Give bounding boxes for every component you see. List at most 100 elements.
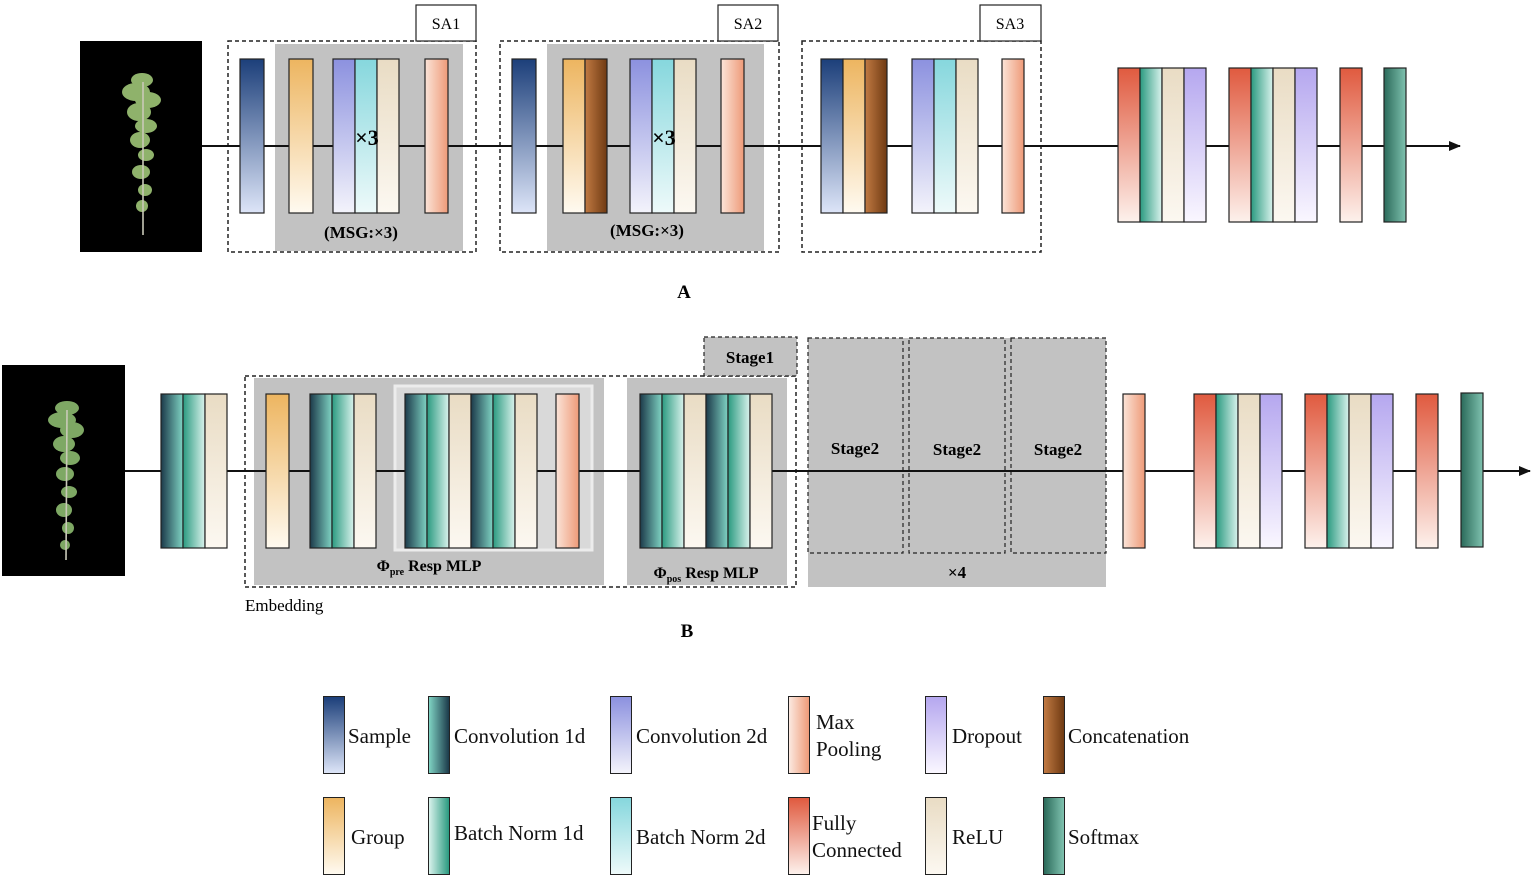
legend-swatch-conv2d bbox=[610, 696, 632, 774]
layer-a-fc-2 bbox=[1228, 67, 1252, 223]
legend-swatch-fc bbox=[788, 797, 810, 875]
layer-a-fc-1 bbox=[1117, 67, 1141, 223]
layer-a-dropout-2 bbox=[1294, 67, 1318, 223]
layer-a-maxpool-2 bbox=[720, 58, 745, 214]
layer-b-relu-1 bbox=[353, 393, 377, 549]
legend-swatch-softmax bbox=[1043, 797, 1065, 875]
layer-a-bn1d-2 bbox=[1250, 67, 1274, 223]
panel-a: SA1 SA2 SA3 bbox=[80, 4, 1461, 303]
layer-a-group-1 bbox=[288, 58, 314, 214]
panel-a-label: A bbox=[677, 282, 691, 303]
legend-item-concat: Concatenation bbox=[1043, 696, 1208, 776]
legend-item-softmax: Softmax bbox=[1043, 797, 1163, 877]
legend-label-relu: ReLU bbox=[952, 824, 1004, 849]
legend-item-conv2d: Convolution 2d bbox=[610, 696, 785, 776]
layer-b-relu-h1 bbox=[1237, 393, 1261, 549]
layer-b-conv1d-5 bbox=[705, 393, 729, 549]
legend-item-dropout: Dropout bbox=[925, 696, 1035, 776]
pre-mlp-label: Φpre Resp MLP bbox=[377, 558, 482, 578]
layer-b-dropout-1 bbox=[1259, 393, 1283, 549]
legend-swatch-sample bbox=[323, 696, 345, 774]
layer-b-maxpool-head bbox=[1122, 393, 1146, 549]
layer-b-conv1d-4 bbox=[639, 393, 663, 549]
layer-b-relu-4 bbox=[683, 393, 707, 549]
layer-b-bn1d-1 bbox=[331, 393, 355, 549]
sa1-title: SA1 bbox=[432, 16, 460, 33]
stage1-label: Stage1 bbox=[726, 348, 774, 367]
legend-item-fc: Fully Connected bbox=[788, 797, 918, 877]
layer-b-relu-3 bbox=[514, 393, 538, 549]
layer-b-bn1d-3 bbox=[492, 393, 516, 549]
layer-a-relu-2 bbox=[673, 58, 697, 214]
legend-item-relu: ReLU bbox=[925, 797, 1025, 877]
layer-a-fc-3 bbox=[1339, 67, 1363, 223]
legend-item-bn2d: Batch Norm 2d bbox=[610, 797, 785, 877]
layer-b-bn1d-4 bbox=[661, 393, 685, 549]
layer-b-bn1d-2 bbox=[426, 393, 450, 549]
layer-a-sample-3 bbox=[820, 58, 844, 214]
layer-b-relu-5 bbox=[749, 393, 773, 549]
layer-a-conv2d-3 bbox=[911, 58, 935, 214]
layer-a-relu-h2 bbox=[1272, 67, 1296, 223]
embedding-label: Embedding bbox=[245, 596, 324, 615]
layer-a-bn2d-3 bbox=[933, 58, 957, 214]
layer-b-bn1d-0 bbox=[182, 393, 206, 549]
layer-a-concat-3 bbox=[864, 58, 888, 214]
tree-image-a bbox=[80, 41, 202, 252]
layer-b-conv1d-0 bbox=[160, 393, 184, 549]
panel-b-label: B bbox=[681, 621, 694, 642]
layer-a-relu-3 bbox=[955, 58, 979, 214]
legend-label-group: Group bbox=[351, 824, 405, 849]
layer-b-bn1d-5 bbox=[727, 393, 751, 549]
stage1-tag bbox=[703, 336, 798, 377]
layer-b-fc-3 bbox=[1415, 393, 1439, 549]
stage2-block-1 bbox=[807, 337, 904, 554]
msg-label-a1: (MSG:×3) bbox=[324, 223, 398, 242]
legend-swatch-dropout bbox=[925, 696, 947, 774]
layer-a-maxpool-1 bbox=[424, 58, 449, 214]
stage2-label-2: Stage2 bbox=[933, 440, 981, 459]
layer-a-group-2 bbox=[562, 58, 586, 214]
legend-item-maxpool: Max Pooling bbox=[788, 696, 898, 776]
layer-b-group bbox=[265, 393, 290, 549]
layer-a-bn1d-1 bbox=[1139, 67, 1163, 223]
layer-a-relu-h1 bbox=[1161, 67, 1185, 223]
legend-label-conv2d: Convolution 2d bbox=[636, 723, 768, 748]
layer-b-relu-0 bbox=[204, 393, 228, 549]
layer-a-softmax bbox=[1383, 67, 1407, 223]
legend-label-dropout: Dropout bbox=[952, 723, 1022, 748]
repeat-label-a1: ×3 bbox=[355, 125, 379, 150]
legend-swatch-maxpool bbox=[788, 696, 810, 774]
repeat-label-b: ×4 bbox=[948, 563, 967, 582]
legend-label-concat: Concatenation bbox=[1068, 723, 1190, 748]
legend-item-conv1d: Convolution 1d bbox=[428, 696, 613, 776]
layer-a-group-3 bbox=[842, 58, 866, 214]
layer-b-conv1d-3 bbox=[470, 393, 494, 549]
tree-image-b bbox=[2, 365, 125, 576]
legend-label-fc: Fully Connected bbox=[812, 811, 902, 862]
stage2-block-3 bbox=[1010, 337, 1107, 554]
layer-a-maxpool-3 bbox=[1001, 58, 1025, 214]
layer-b-fc-2 bbox=[1304, 393, 1328, 549]
stage2-block-2 bbox=[908, 337, 1006, 554]
legend-swatch-relu bbox=[925, 797, 947, 875]
layer-a-relu-1 bbox=[376, 58, 400, 214]
layer-b-fc-1 bbox=[1193, 393, 1217, 549]
layer-b-softmax bbox=[1460, 392, 1484, 548]
layer-b-bn1d-h1 bbox=[1215, 393, 1239, 549]
stage1-box bbox=[244, 375, 797, 588]
layer-b-dropout-2 bbox=[1370, 393, 1394, 549]
legend-swatch-conv1d bbox=[428, 696, 450, 774]
legend-label-softmax: Softmax bbox=[1068, 824, 1140, 849]
legend-label-bn2d: Batch Norm 2d bbox=[636, 824, 766, 849]
layer-b-relu-h2 bbox=[1348, 393, 1372, 549]
layer-a-conv2d-1 bbox=[332, 58, 356, 214]
layer-b-conv1d-2 bbox=[404, 393, 428, 549]
legend-swatch-group bbox=[323, 797, 345, 875]
layer-a-dropout-1 bbox=[1183, 67, 1207, 223]
layer-a-sample-1 bbox=[239, 58, 265, 214]
sa3-title: SA3 bbox=[996, 16, 1024, 33]
repeat-label-a2: ×3 bbox=[652, 125, 676, 150]
legend-label-maxpool: Max Pooling bbox=[816, 710, 882, 761]
